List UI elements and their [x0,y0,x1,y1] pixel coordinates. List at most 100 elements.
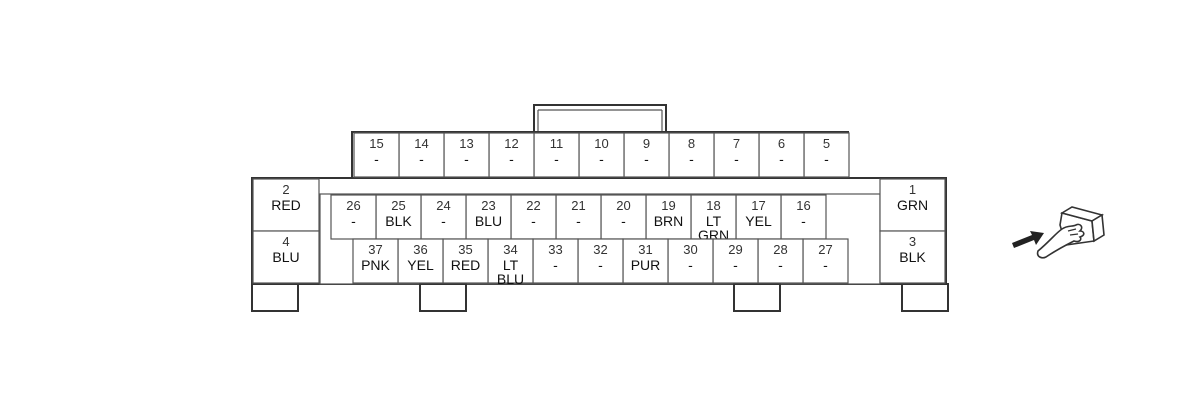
pin-24: 24- [420,194,467,240]
pin-13: 13- [443,132,490,178]
pin-wire-color: - [801,213,806,229]
pin-wire-color: - [599,151,604,167]
pin-wire-color: - [464,151,469,167]
pin-wire-color: RED [271,197,301,213]
pin-9: 9- [623,132,670,178]
pin-number: 10 [594,136,608,151]
pin-number: 18 [706,198,720,213]
pin-number: 8 [688,136,695,151]
pin-grid: 1GRN2RED3BLK4BLU5-6-7-8-9-10-11-12-13-14… [252,132,946,287]
pin-wire-color: LT [706,213,722,229]
pin-cavity [252,230,320,284]
pin-number: 6 [778,136,785,151]
pin-cavity [757,238,804,284]
pin-wire-color: - [734,151,739,167]
pin-number: 15 [369,136,383,151]
pin-wire-color: - [576,213,581,229]
pin-wire-color: - [688,257,693,273]
pin-cavity [352,238,399,284]
pin-16: 16- [780,194,827,240]
pin-number: 16 [796,198,810,213]
pin-30: 30- [667,238,714,284]
pin-cavity [712,238,759,284]
hand-pressing-connector-icon [1012,206,1105,259]
pin-wire-color: - [531,213,536,229]
pin-cavity [735,194,782,240]
pin-wire-color: BLU [475,213,502,229]
pin-number: 27 [818,242,832,257]
pin-cavity [622,238,669,284]
pin-number: 5 [823,136,830,151]
pin-number: 35 [458,242,472,257]
pin-5: 5- [803,132,850,178]
pin-number: 33 [548,242,562,257]
pin-number: 9 [643,136,650,151]
pin-cavity [443,132,490,178]
pin-number: 4 [282,234,289,249]
pin-wire-color: GRN [897,197,928,213]
pin-wire-color: PUR [631,257,661,273]
pin-number: 11 [550,136,564,151]
pin-number: 21 [571,198,585,213]
pin-number: 30 [683,242,697,257]
pin-26: 26- [330,194,377,240]
pin-cavity [420,194,467,240]
pin-number: 37 [368,242,382,257]
pin-wire-color: - [441,213,446,229]
pin-wire-color: - [823,257,828,273]
pin-wire-color: YEL [745,213,772,229]
pin-wire-color: - [778,257,783,273]
pin-wire-color: - [553,257,558,273]
pin-wire-color: BLU [272,249,299,265]
pin-cavity [397,238,444,284]
pin-wire-color: - [733,257,738,273]
pin-cavity [578,132,625,178]
pin-wire-color: - [644,151,649,167]
pin-10: 10- [578,132,625,178]
pin-number: 36 [413,242,427,257]
pin-wire-color: BLU [497,271,524,287]
pin-wire-color: - [419,151,424,167]
pin-33: 33- [532,238,579,284]
pin-cavity [645,194,692,240]
pin-wire-color: YEL [407,257,434,273]
pin-number: 14 [414,136,428,151]
pin-wire-color: - [554,151,559,167]
pin-cavity [623,132,670,178]
pin-wire-color: - [374,151,379,167]
pin-number: 19 [661,198,675,213]
pin-15: 15- [353,132,400,178]
pin-cavity [510,194,557,240]
pin-number: 28 [773,242,787,257]
pin-cavity [713,132,760,178]
pin-cavity [532,238,579,284]
pin-wire-color: - [509,151,514,167]
pin-cavity [465,194,512,240]
pin-11: 11- [533,132,580,178]
pin-number: 34 [503,242,517,257]
pin-number: 1 [909,182,916,197]
pin-32: 32- [577,238,624,284]
pin-cavity [577,238,624,284]
pin-wire-color: BLK [385,213,412,229]
pin-wire-color: BLK [899,249,926,265]
pin-number: 20 [616,198,630,213]
pin-cavity [600,194,647,240]
pin-cavity [330,194,377,240]
pin-wire-color: LT [503,257,519,273]
pin-cavity [879,230,946,284]
pin-8: 8- [668,132,715,178]
pin-number: 13 [459,136,473,151]
pin-number: 24 [436,198,450,213]
pin-12: 12- [488,132,535,178]
pin-29: 29- [712,238,759,284]
